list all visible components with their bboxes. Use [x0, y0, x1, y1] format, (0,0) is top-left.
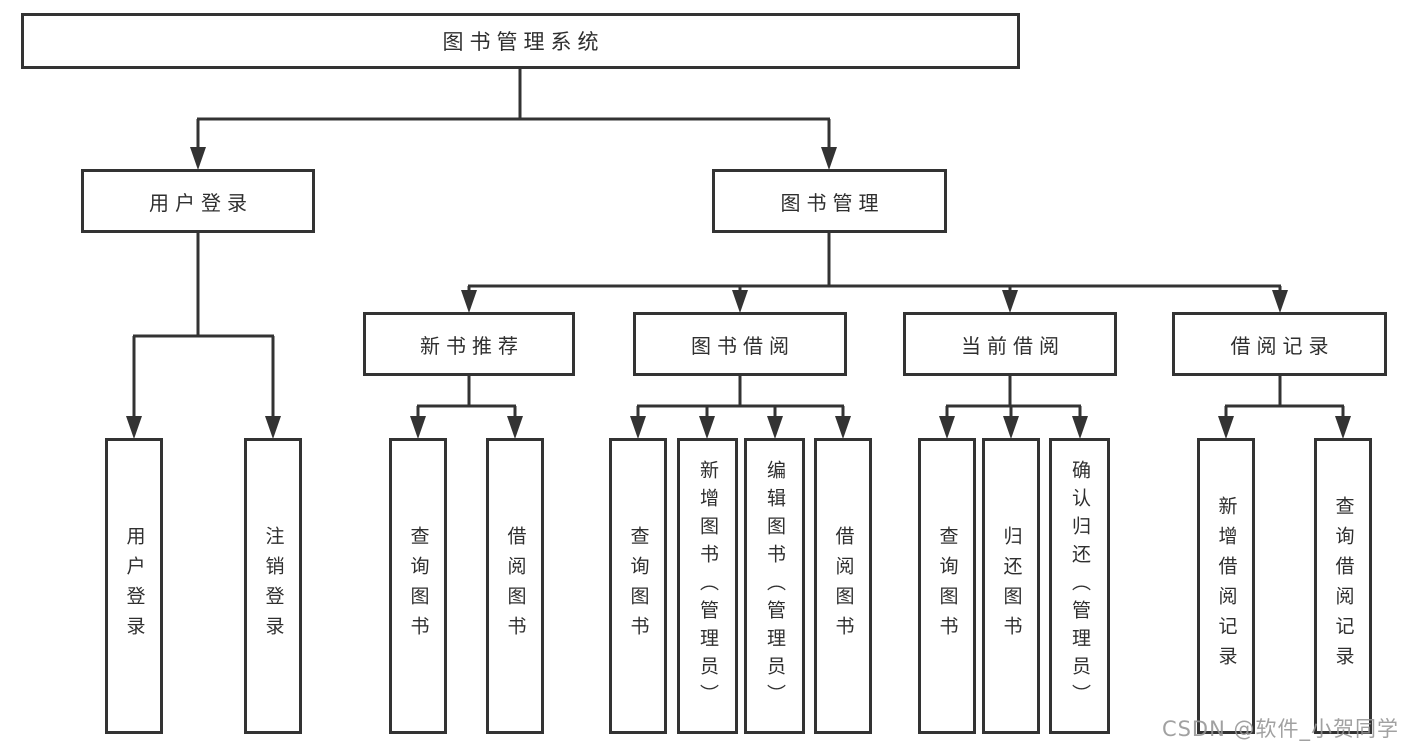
csdn-watermark: CSDN @软件_小贺同学 — [1161, 717, 1399, 741]
arrowhead-down-icon — [939, 416, 955, 439]
arrowhead-down-icon — [630, 416, 646, 439]
arrowhead-down-icon — [190, 147, 206, 170]
node-user-login: 用户登录 — [81, 169, 315, 233]
leaf-add-book-admin: 新增图书（管理员） — [677, 438, 738, 734]
arrowhead-down-icon — [1218, 416, 1234, 439]
leaf-user-login-label: 用户登录 — [123, 526, 146, 646]
node-root-library-system: 图书管理系统 — [21, 13, 1020, 69]
leaf-borrow-book-recommend: 借阅图书 — [486, 438, 544, 734]
arrowhead-down-icon — [461, 290, 477, 313]
arrowhead-down-icon — [507, 416, 523, 439]
leaf-return-book-label: 归还图书 — [1000, 526, 1023, 646]
leaf-add-borrow-record: 新增借阅记录 — [1197, 438, 1255, 734]
arrowhead-down-icon — [835, 416, 851, 439]
leaf-query-book-borrow-label: 查询图书 — [627, 526, 650, 646]
leaf-logout-label: 注销登录 — [262, 526, 285, 646]
arrowhead-down-icon — [1003, 416, 1019, 439]
leaf-query-book-current-label: 查询图书 — [936, 526, 959, 646]
connector-borrow-records-to-children — [1224, 374, 1345, 420]
leaf-query-borrow-record-label: 查询借阅记录 — [1332, 496, 1355, 676]
arrowheads — [126, 147, 1351, 439]
leaf-borrow-book: 借阅图书 — [814, 438, 872, 734]
node-borrow-records: 借阅记录 — [1172, 312, 1387, 376]
arrowhead-down-icon — [1272, 290, 1288, 313]
arrowhead-down-icon — [1072, 416, 1088, 439]
node-new-book-recommend: 新书推荐 — [363, 312, 575, 376]
arrowhead-down-icon — [1335, 416, 1351, 439]
leaf-confirm-return-admin-label: 确认归还（管理员） — [1069, 460, 1091, 712]
leaf-confirm-return-admin: 确认归还（管理员） — [1049, 438, 1110, 734]
leaf-edit-book-admin: 编辑图书（管理员） — [744, 438, 805, 734]
arrowhead-down-icon — [410, 416, 426, 439]
leaf-query-book-current: 查询图书 — [918, 438, 976, 734]
arrowhead-down-icon — [767, 416, 783, 439]
leaf-user-login: 用户登录 — [105, 438, 163, 734]
connector-new-book-to-children — [416, 374, 517, 420]
leaf-borrow-book-label: 借阅图书 — [832, 526, 855, 646]
connector-book-borrow-to-children — [636, 374, 845, 420]
node-book-management: 图书管理 — [712, 169, 947, 233]
arrowhead-down-icon — [1002, 290, 1018, 313]
connector-user-login-to-children — [132, 231, 275, 420]
leaf-query-book-borrow: 查询图书 — [609, 438, 667, 734]
leaf-add-borrow-record-label: 新增借阅记录 — [1215, 496, 1238, 676]
arrowhead-down-icon — [265, 416, 281, 439]
leaf-borrow-book-recommend-label: 借阅图书 — [504, 526, 527, 646]
leaf-query-book-recommend: 查询图书 — [389, 438, 447, 734]
connector-root-to-level2 — [196, 67, 831, 152]
leaf-edit-book-admin-label: 编辑图书（管理员） — [764, 460, 786, 712]
arrowhead-down-icon — [699, 416, 715, 439]
connector-book-management-to-level3 — [467, 231, 1282, 296]
leaf-add-book-admin-label: 新增图书（管理员） — [697, 460, 719, 712]
leaf-query-book-recommend-label: 查询图书 — [407, 526, 430, 646]
connector-current-borrow-to-children — [945, 374, 1082, 420]
arrowhead-down-icon — [821, 147, 837, 170]
node-current-borrow: 当前借阅 — [903, 312, 1117, 376]
arrowhead-down-icon — [732, 290, 748, 313]
leaf-return-book: 归还图书 — [982, 438, 1040, 734]
node-book-borrow: 图书借阅 — [633, 312, 847, 376]
leaf-logout: 注销登录 — [244, 438, 302, 734]
arrowhead-down-icon — [126, 416, 142, 439]
leaf-query-borrow-record: 查询借阅记录 — [1314, 438, 1372, 734]
